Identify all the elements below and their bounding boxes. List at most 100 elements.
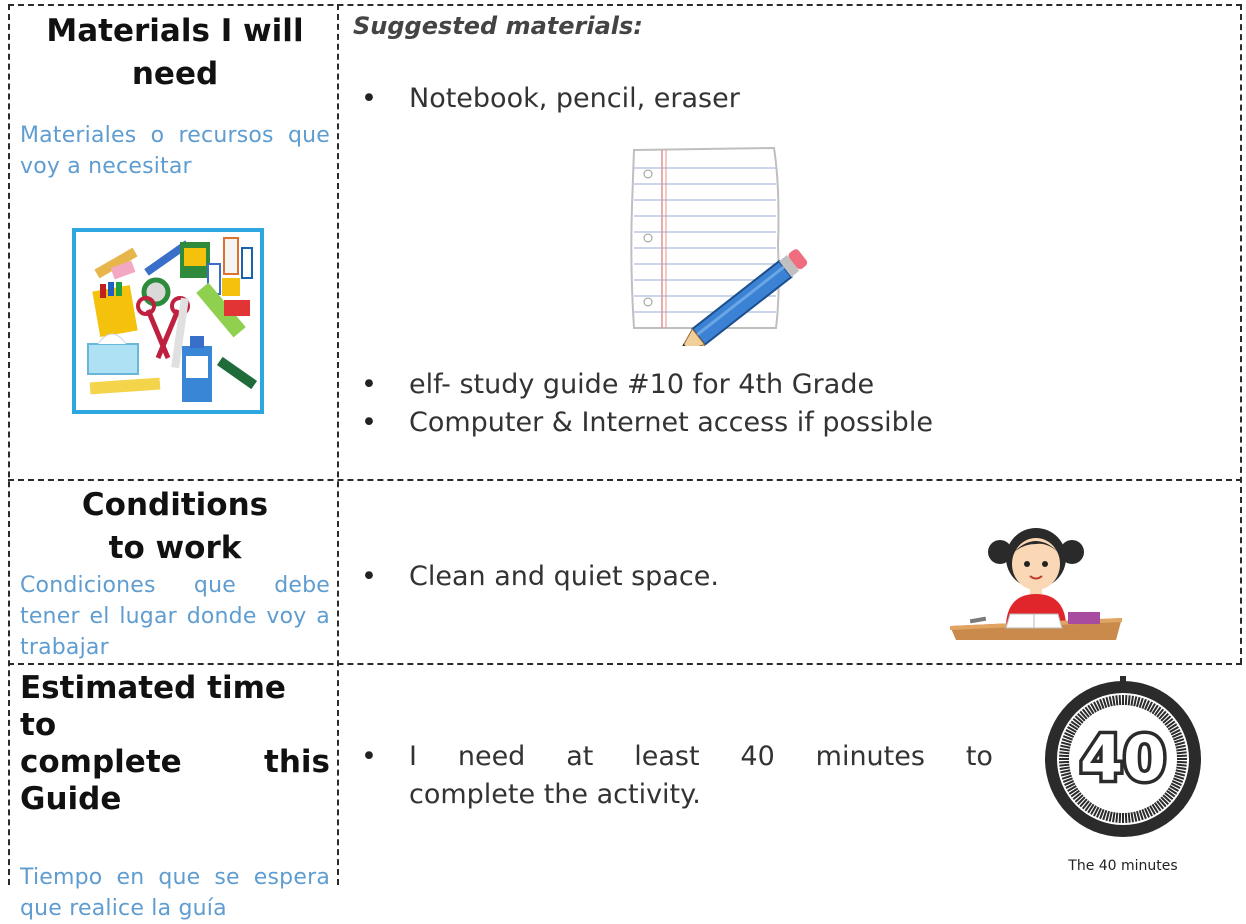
word: minutes [815, 741, 925, 772]
time-bullet-line-1: I need at least 40 minutes to [409, 738, 993, 776]
timer-tick [1156, 800, 1165, 810]
timer-tick [1160, 713, 1169, 722]
materials-content-cell: Suggested materials: Notebook, pencil, e… [353, 12, 1233, 118]
timer-tick [1144, 700, 1150, 711]
timer-tick [1068, 723, 1079, 731]
time-title-word: this [264, 744, 330, 780]
timer-tick [1151, 803, 1159, 814]
timer-tick [1174, 738, 1185, 744]
timer-tick [1059, 766, 1070, 770]
materials-title: Materials I will need [46, 13, 304, 92]
timer-tick [1166, 789, 1176, 798]
timer-tick [1166, 720, 1176, 729]
timer-tick [1167, 787, 1178, 795]
timer-tick [1108, 811, 1113, 822]
timer-value: 40 [1080, 722, 1166, 795]
timer-tick [1112, 695, 1116, 706]
time-title-line-2: complete this [20, 744, 330, 781]
timer-tick [1174, 774, 1185, 780]
table-left-border [8, 4, 10, 885]
materials-content-cell-lower: elf- study guide #10 for 4th Grade Compu… [353, 366, 1233, 442]
timer-tick [1059, 748, 1070, 752]
timer-tick [1099, 809, 1105, 820]
timer-tick [1079, 798, 1088, 808]
timer-tick [1158, 798, 1167, 808]
timer-tick [1174, 772, 1186, 777]
timer-dial: 40 [1045, 676, 1201, 837]
timer-tick [1176, 748, 1187, 752]
timer-tick [1112, 812, 1116, 823]
time-bullet-line-2: complete the activity. [409, 779, 701, 810]
timer-tick [1175, 769, 1186, 774]
timer-tick [1105, 810, 1110, 822]
girl-at-desk-image [950, 514, 1122, 644]
timer-tick [1171, 780, 1182, 786]
timer-tick [1081, 708, 1090, 718]
timer-tick [1084, 706, 1093, 716]
row-divider-1 [8, 479, 1242, 481]
list-item: Computer & Internet access if possible [353, 404, 1233, 442]
list-item: Notebook, pencil, eraser [353, 80, 1233, 118]
timer-tick [1146, 701, 1153, 712]
timer-tick [1061, 774, 1072, 780]
timer-tick [1176, 754, 1187, 758]
timer-tick [1141, 698, 1147, 709]
timer-tick [1136, 696, 1141, 708]
timer-tick [1060, 744, 1071, 749]
timer-tick [1064, 732, 1075, 738]
materials-list-2: elf- study guide #10 for 4th Grade Compu… [353, 366, 1233, 442]
timer-tick [1151, 704, 1159, 715]
time-content-cell: I need at least 40 minutes to complete t… [353, 738, 993, 814]
school-supplies-image [72, 228, 264, 414]
conditions-subtitle: Condiciones que debe tener el lugar dond… [20, 573, 330, 660]
conditions-list: Clean and quiet space. [353, 558, 953, 596]
timer-tick [1138, 810, 1144, 821]
timer-tick [1162, 794, 1172, 803]
list-item: Clean and quiet space. [353, 558, 953, 596]
timer-tick [1118, 812, 1122, 823]
conditions-title: Conditions to work [81, 487, 269, 566]
materials-subtitle: Materiales o recursos que voy a necesita… [20, 123, 330, 179]
timer-tick [1175, 744, 1186, 749]
timer-tick [1081, 800, 1090, 810]
timer-tick [1149, 703, 1156, 713]
time-subtitle: Tiempo en que se espera que realice la g… [20, 865, 330, 921]
word: 40 [740, 741, 775, 772]
timer-tick [1062, 777, 1073, 783]
time-title-line-1: Estimated time to [20, 670, 286, 743]
timer-image: 40 The 40 minutes [1040, 676, 1206, 881]
notebook-pencil-image [630, 146, 808, 346]
timer-tick [1090, 805, 1097, 815]
timer-tick [1130, 812, 1134, 823]
timer-tick [1072, 792, 1082, 801]
time-title-line-3: Guide [20, 781, 122, 817]
timer-tick [1067, 726, 1077, 733]
timer-tick [1093, 806, 1100, 817]
word: to [965, 741, 993, 772]
timer-tick [1090, 703, 1097, 713]
word: need [457, 741, 526, 772]
timer-tick [1124, 812, 1128, 823]
timer-tick [1158, 710, 1167, 720]
timer-tick [1124, 695, 1128, 706]
timer-tick [1133, 811, 1138, 822]
timer-tick [1087, 803, 1095, 814]
timer-tick [1084, 802, 1093, 812]
word: at [566, 741, 594, 772]
timer-caption: The 40 minutes [1068, 858, 1178, 874]
timer-tick [1070, 720, 1080, 729]
timer-tick [1060, 741, 1072, 746]
timer-tick [1153, 706, 1162, 716]
timer-tick [1096, 807, 1102, 818]
timer-tick [1127, 812, 1131, 823]
timer-tick [1118, 695, 1122, 706]
materials-list-1: Notebook, pencil, eraser [353, 80, 1233, 118]
timer-tick [1169, 785, 1179, 792]
timer-tick [1127, 695, 1131, 706]
timer-tick [1133, 696, 1138, 707]
conditions-content-cell: Clean and quiet space. [353, 558, 953, 596]
timer-tick [1077, 713, 1086, 722]
timer-tick [1072, 717, 1082, 726]
timer-tick [1141, 809, 1147, 820]
conditions-label-cell: Conditions to work Condiciones que debe … [20, 484, 330, 663]
